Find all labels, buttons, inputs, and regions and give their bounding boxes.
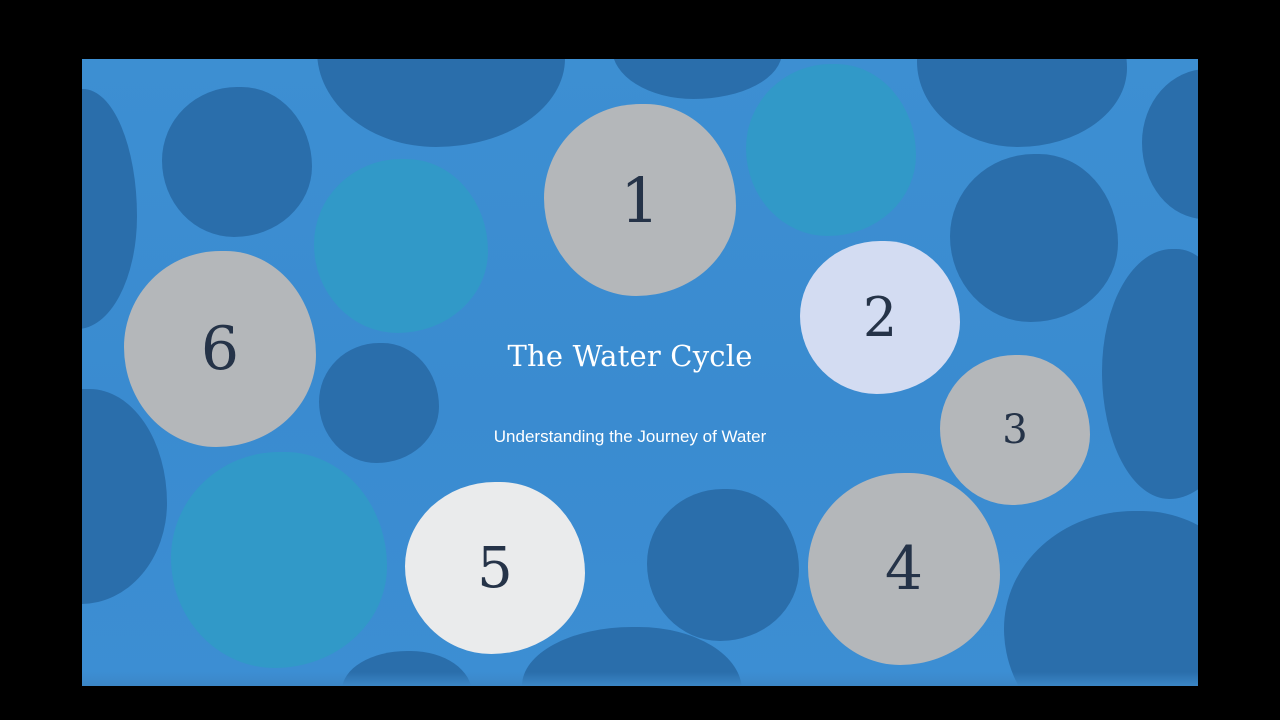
- cycle-step-6-number: 6: [200, 314, 240, 384]
- decor-circle: [612, 59, 782, 99]
- decor-circle: [317, 59, 565, 147]
- cycle-step-4-number: 4: [884, 534, 924, 604]
- slide-subtitle: Understanding the Journey of Water: [493, 427, 767, 446]
- cycle-step-5-circle[interactable]: 5: [405, 482, 585, 654]
- cycle-step-4-circle[interactable]: 4: [808, 473, 1000, 665]
- cycle-step-3-circle[interactable]: 3: [940, 355, 1090, 505]
- cycle-step-1-circle[interactable]: 1: [544, 104, 736, 296]
- decor-circle-teal: [171, 452, 387, 668]
- decor-circle: [342, 651, 472, 686]
- decor-circle: [319, 343, 439, 463]
- decor-circle: [647, 489, 799, 641]
- cycle-step-2-circle[interactable]: 2: [800, 241, 960, 394]
- decor-circle: [917, 59, 1127, 147]
- decor-circle: [1142, 69, 1198, 219]
- cycle-step-3-number: 3: [1002, 407, 1028, 453]
- decor-circle: [162, 87, 312, 237]
- decor-circle: [1102, 249, 1198, 499]
- decor-circle: [82, 89, 137, 329]
- decor-circle: [950, 154, 1118, 322]
- slide-title: The Water Cycle: [507, 339, 753, 373]
- decor-circle-teal: [746, 64, 916, 236]
- cycle-step-5-number: 5: [477, 535, 513, 601]
- slide: 1 2 3 4 5 6 The Water Cycle Understandin…: [82, 59, 1198, 686]
- decor-circle: [1004, 511, 1198, 686]
- cycle-step-1-number: 1: [620, 163, 660, 237]
- cycle-step-6-circle[interactable]: 6: [124, 251, 316, 447]
- cycle-step-2-number: 2: [862, 286, 898, 349]
- decor-circle-teal: [314, 159, 488, 333]
